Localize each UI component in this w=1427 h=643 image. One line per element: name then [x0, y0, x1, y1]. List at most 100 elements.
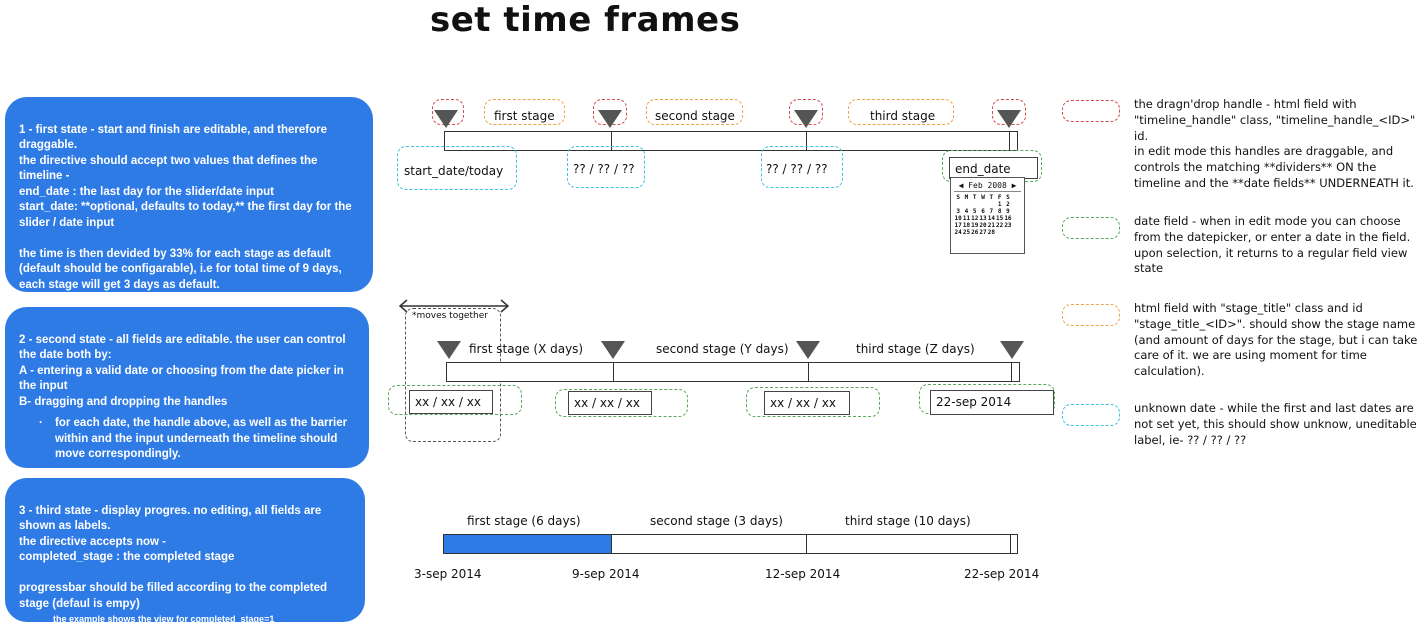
datepicker-day[interactable]: 4 — [964, 208, 969, 215]
weekday: F — [997, 194, 1002, 201]
datepicker-day[interactable]: 11 — [962, 215, 971, 222]
datepicker-day[interactable]: 12 — [971, 215, 979, 222]
timeline-handle-1[interactable] — [601, 341, 625, 359]
timeline-handle-end[interactable] — [1000, 341, 1024, 359]
datepicker-header: ◀ Feb 2008 ▶ — [954, 180, 1021, 192]
double-arrow-icon — [398, 299, 510, 313]
stage-title-first: first stage — [494, 109, 555, 123]
stage-title-first: first stage (X days) — [469, 342, 584, 356]
timeline-handle-1[interactable] — [598, 110, 622, 128]
datepicker-day[interactable]: 15 — [996, 215, 1004, 222]
datepicker-day — [979, 201, 987, 208]
unknown-date-outline — [567, 146, 645, 188]
date-label-1: 9-sep 2014 — [572, 567, 640, 581]
datepicker-day — [971, 201, 979, 208]
timeline-handle-end[interactable] — [997, 110, 1021, 128]
legend-swatch-date-field — [1062, 217, 1120, 239]
datepicker-day[interactable]: 5 — [972, 208, 977, 215]
datepicker-day[interactable]: 10 — [954, 215, 962, 222]
date-label-start: 3-sep 2014 — [414, 567, 482, 581]
datepicker-day[interactable]: 7 — [989, 208, 994, 215]
moves-together-label: *moves together — [412, 311, 488, 321]
unknown-date-outline — [397, 146, 517, 190]
date-field-1[interactable]: xx / xx / xx — [568, 391, 652, 415]
datepicker-day[interactable]: 27 — [979, 229, 987, 236]
timeline-divider — [611, 535, 612, 553]
datepicker-day[interactable]: 18 — [962, 222, 971, 229]
datepicker-day[interactable]: 24 — [954, 229, 962, 236]
note-first-state: 1 - first state - start and finish are e… — [5, 97, 373, 292]
date-field-start[interactable]: xx / xx / xx — [409, 390, 493, 414]
datepicker-day[interactable]: 20 — [979, 222, 987, 229]
weekday: T — [972, 194, 977, 201]
datepicker-day[interactable]: 1 — [997, 201, 1002, 208]
date-field-outline — [388, 385, 522, 415]
timeline-divider — [808, 363, 809, 381]
weekday: W — [981, 194, 985, 201]
date-label-1: ?? / ?? / ?? — [573, 162, 635, 176]
stage-title-third: third stage (Z days) — [856, 342, 975, 356]
page-title: set time frames — [430, 0, 741, 40]
date-field-outline — [555, 389, 688, 417]
datepicker-day[interactable]: 22 — [996, 222, 1004, 229]
datepicker-day[interactable]: 19 — [971, 222, 979, 229]
date-label-2: ?? / ?? / ?? — [766, 162, 828, 176]
note-third-text: 3 - third state - display progres. no ed… — [19, 504, 327, 610]
datepicker-day[interactable]: 17 — [954, 222, 962, 229]
legend-text-stage-title: html field with "stage_title" class and … — [1134, 301, 1418, 379]
progress-bar — [443, 534, 1018, 554]
stage-title-first: first stage (6 days) — [467, 514, 581, 528]
timeline-bar — [446, 362, 1020, 382]
datepicker-day[interactable]: 9 — [1006, 208, 1010, 215]
note-third-small: the example shows the view for completed… — [53, 614, 275, 624]
stage-title-second: second stage — [655, 109, 735, 123]
datepicker-day[interactable]: 16 — [1004, 215, 1012, 222]
datepicker-day[interactable]: 6 — [981, 208, 985, 215]
timeline-handle-2[interactable] — [796, 341, 820, 359]
timeline-end-cap — [1010, 535, 1011, 553]
datepicker-day[interactable]: 8 — [997, 208, 1002, 215]
note-first-text: 1 - first state - start and finish are e… — [19, 123, 352, 291]
date-field-2[interactable]: xx / xx / xx — [764, 391, 850, 415]
timeline-divider — [806, 132, 807, 150]
legend-swatch-unknown-date — [1062, 404, 1120, 426]
datepicker-day[interactable]: 2 — [1006, 201, 1010, 208]
end-date-field[interactable]: end_date — [949, 157, 1038, 179]
start-date-label: start_date/today — [404, 164, 504, 178]
datepicker-day — [995, 229, 1003, 236]
datepicker-day — [987, 201, 995, 208]
timeline-handle-start[interactable] — [434, 110, 458, 128]
datepicker-day[interactable]: 3 — [956, 208, 960, 215]
weekday: M — [964, 194, 969, 201]
datepicker-day[interactable]: 14 — [987, 215, 995, 222]
timeline-bar — [444, 131, 1018, 151]
datepicker-day[interactable]: 25 — [962, 229, 971, 236]
date-label-2: 12-sep 2014 — [765, 567, 841, 581]
datepicker-day[interactable]: 21 — [987, 222, 995, 229]
prev-month-icon[interactable]: ◀ — [958, 181, 964, 190]
timeline-divider — [611, 132, 612, 150]
datepicker-day — [1004, 229, 1012, 236]
next-month-icon[interactable]: ▶ — [1011, 181, 1017, 190]
datepicker-day[interactable]: 23 — [1004, 222, 1012, 229]
datepicker-day[interactable]: 26 — [971, 229, 979, 236]
datepicker-day[interactable]: 28 — [987, 229, 995, 236]
date-field-end[interactable]: 22-sep 2014 — [930, 390, 1054, 415]
note-third-state: 3 - third state - display progres. no ed… — [5, 478, 365, 624]
note-second-text: 2 - second state - all fields are editab… — [19, 333, 346, 408]
stage-title-third: third stage — [870, 109, 936, 123]
timeline-handle-start[interactable] — [437, 341, 461, 359]
note-second-bullet: for each date, the handle above, as well… — [19, 416, 355, 463]
weekday: T — [989, 194, 994, 201]
date-label-end: 22-sep 2014 — [964, 567, 1040, 581]
timeline-handle-2[interactable] — [794, 110, 818, 128]
datepicker-weekdays: S M T W T F S — [951, 194, 1024, 201]
note-second-state: 2 - second state - all fields are editab… — [5, 307, 369, 468]
datepicker-day[interactable]: 13 — [979, 215, 987, 222]
moves-together-arrow — [398, 298, 510, 313]
